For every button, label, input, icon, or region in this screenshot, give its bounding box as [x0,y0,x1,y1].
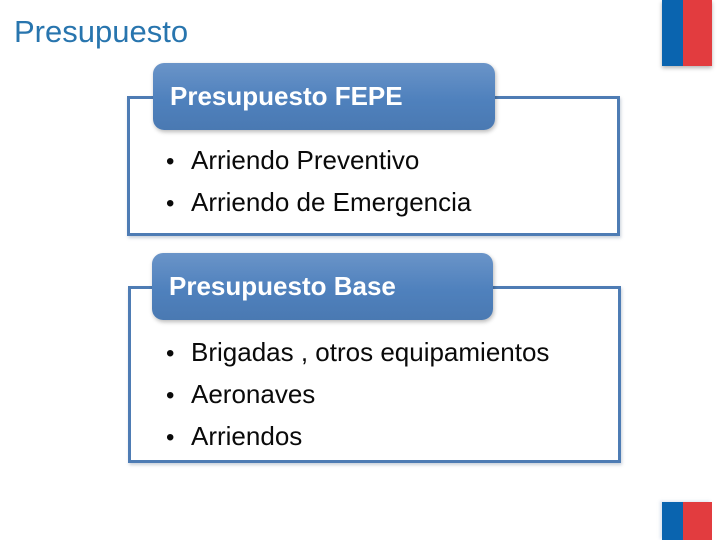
bullet-text: Arriendo de Emergencia [191,187,472,217]
bullet-text: Arriendos [191,421,303,451]
bullet-item: • Arriendo de Emergencia [166,182,471,224]
flag-red-stripe [683,502,712,540]
bullet-icon: • [166,190,175,217]
flag-blue-stripe [662,0,683,66]
chile-flag-top-icon [662,0,712,66]
bullet-list-base: • Brigadas , otros equipamientos • Aeronav… [166,332,549,458]
bullet-icon: • [166,340,175,367]
bullet-item: • Aeronaves [166,374,549,416]
bullet-item: • Arriendo Preventivo [166,140,471,182]
bullet-icon: • [166,148,175,175]
bullet-text: Aeronaves [191,379,316,409]
bullet-text: Arriendo Preventivo [191,145,420,175]
bullet-list-fepe: • Arriendo Preventivo • Arriendo de Emerge… [166,140,471,224]
chile-flag-bottom-icon [662,502,712,540]
section-header-label: Presupuesto Base [169,271,396,301]
slide-title: Presupuesto [14,14,189,49]
section-header-label: Presupuesto FEPE [170,81,403,111]
bullet-icon: • [166,424,175,451]
bullet-item: • Arriendos [166,416,549,458]
bullet-text: Brigadas , otros equipamientos [191,337,550,367]
section-header-base: Presupuesto Base [152,253,493,320]
bullet-icon: • [166,382,175,409]
flag-blue-stripe [662,502,683,540]
section-header-fepe: Presupuesto FEPE [153,63,495,130]
flag-red-stripe [683,0,712,66]
bullet-item: • Brigadas , otros equipamientos [166,332,549,374]
